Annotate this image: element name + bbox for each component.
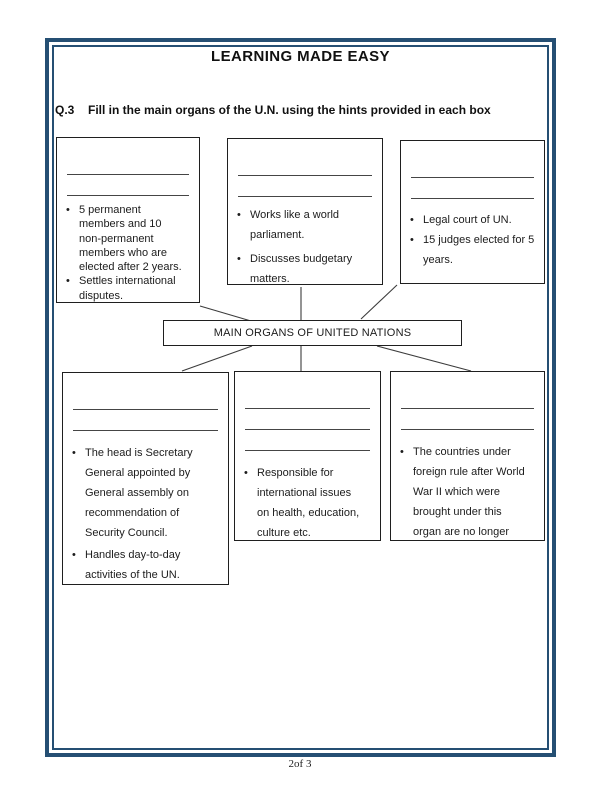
answer-blanks [235, 388, 380, 451]
blank-answer-line [411, 157, 534, 178]
question-number: Q.3 [55, 103, 75, 117]
page-title: LEARNING MADE EASY [211, 48, 390, 65]
hint-item: 15 judges elected for 5 years. [410, 230, 540, 270]
hint-box-bottom-center: Responsible for international issues on … [234, 371, 381, 541]
blank-answer-line [73, 410, 218, 431]
hint-list: The head is Secretary General appointed … [63, 443, 226, 585]
hint-box-top-left: 5 permanent members and 10 non-permanent… [56, 137, 200, 303]
hint-list: 5 permanent members and 10 non-permanent… [57, 203, 197, 303]
question-row: Q.3 Fill in the main organs of the U.N. u… [55, 103, 545, 117]
hint-box-top-right: Legal court of UN.15 judges elected for … [400, 140, 545, 284]
hint-item: Settles international disputes. [66, 274, 195, 303]
question-text: Fill in the main organs of the U.N. usin… [88, 103, 491, 117]
hint-item: Legal court of UN. [410, 210, 540, 230]
hint-item: The head is Secretary General appointed … [72, 443, 224, 543]
hint-list: Works like a world parliament.Discusses … [228, 205, 380, 289]
center-box: MAIN ORGANS OF UNITED NATIONS [163, 320, 462, 346]
page-number: 2of 3 [288, 758, 312, 770]
hint-item: Handles day-to-day activities of the UN. [72, 545, 224, 585]
answer-blanks [391, 388, 544, 430]
hint-item: Discusses budgetary matters. [237, 249, 378, 289]
blank-answer-line [245, 409, 370, 430]
hint-list: The countries under foreign rule after W… [391, 442, 542, 542]
blank-answer-line [245, 430, 370, 451]
blank-answer-line [238, 155, 372, 176]
blank-answer-line [411, 178, 534, 199]
blank-answer-line [401, 388, 534, 409]
center-box-label: MAIN ORGANS OF UNITED NATIONS [213, 327, 412, 339]
answer-blanks [228, 155, 382, 197]
blank-answer-line [245, 388, 370, 409]
blank-answer-line [238, 176, 372, 197]
blank-answer-line [401, 409, 534, 430]
hint-box-top-center: Works like a world parliament.Discusses … [227, 138, 383, 285]
hint-item: Works like a world parliament. [237, 205, 378, 245]
hint-box-bottom-right: The countries under foreign rule after W… [390, 371, 545, 541]
answer-blanks [401, 157, 544, 199]
hint-item: 5 permanent members and 10 non-permanent… [66, 203, 195, 274]
hint-item: The countries under foreign rule after W… [400, 442, 540, 542]
hint-item: Responsible for international issues on … [244, 463, 376, 543]
page-border [45, 38, 556, 757]
hint-list: Legal court of UN.15 judges elected for … [401, 210, 542, 270]
blank-answer-line [67, 154, 189, 175]
blank-answer-line [73, 389, 218, 410]
hint-list: Responsible for international issues on … [235, 463, 378, 543]
blank-answer-line [67, 175, 189, 196]
page-border-inner [52, 45, 549, 750]
hint-box-bottom-left: The head is Secretary General appointed … [62, 372, 229, 585]
answer-blanks [63, 389, 228, 431]
answer-blanks [57, 154, 199, 196]
